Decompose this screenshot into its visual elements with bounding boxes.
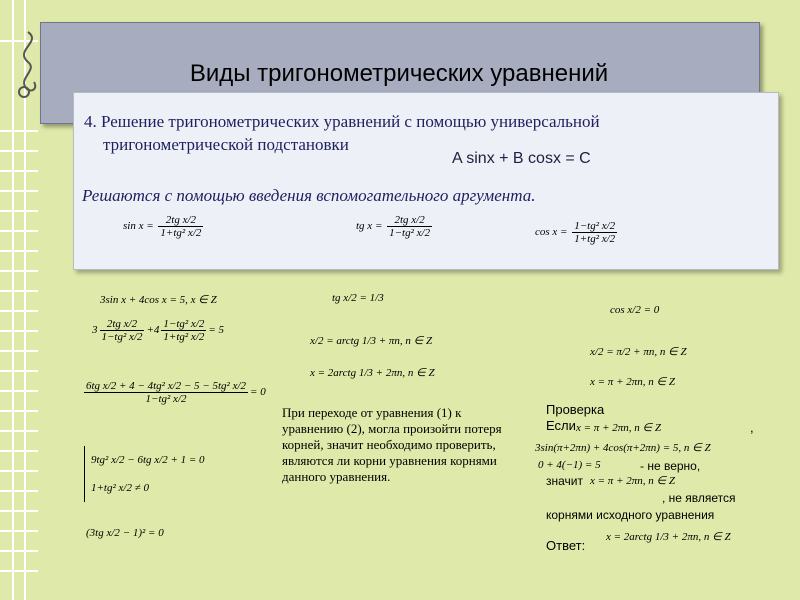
sin-den: 1+tg² x/2 xyxy=(160,227,202,239)
check-comma: , xyxy=(750,420,754,435)
system-line-2: 1+tg² x/2 ≠ 0 xyxy=(91,482,150,494)
notebook-strip xyxy=(0,0,38,600)
general-form-formula: A sinx + B cosx = C xyxy=(452,150,591,167)
eq3-den: 1−tg² x/2 xyxy=(145,393,187,405)
eq-square: (3tg x/2 − 1)² = 0 xyxy=(86,527,164,539)
sin-lhs: sin x = xyxy=(123,220,154,233)
answer-label: Ответ: xyxy=(546,538,586,553)
content-card xyxy=(73,92,779,270)
right-eq-3: x = π + 2πn, n ∈ Z xyxy=(590,376,675,388)
check-if-label: Если xyxy=(546,418,576,433)
eq-coef-3: 3 xyxy=(92,324,98,337)
mid-eq-1: tg x/2 = 1/3 xyxy=(332,292,384,304)
item-4-heading-cont: тригонометрической подстановки xyxy=(103,135,349,154)
eq-original: 3sin x + 4cos x = 5, x ∈ Z xyxy=(100,294,217,306)
check-eq-2: 0 + 4(−1) = 5 xyxy=(538,459,601,471)
tg-lhs: tg x = xyxy=(356,220,383,233)
right-eq-2: x/2 = π/2 + πn, n ∈ Z xyxy=(590,346,687,358)
eq-frac2-den: 1+tg² x/2 xyxy=(163,331,205,343)
swirl-ornament-icon xyxy=(18,31,37,98)
root-loss-note: При переходе от уравнения (1) к уравнени… xyxy=(282,405,502,484)
eq3-rhs: = 0 xyxy=(250,386,266,399)
check-eq-1: 3sin(π+2πn) + 4cos(π+2πn) = 5, n ∈ Z xyxy=(535,442,711,454)
right-eq-1: cos x/2 = 0 xyxy=(610,304,660,316)
check-zn-expr: x = π + 2πn, n ∈ Z xyxy=(590,475,675,487)
eq-rhs-5: = 5 xyxy=(208,324,225,337)
check-heading: Проверка xyxy=(546,402,605,417)
item-4-heading: 4. Решение тригонометрических уравнений … xyxy=(84,112,600,131)
answer-expr: x = 2arctg 1/3 + 2πn, n ∈ Z xyxy=(606,531,731,543)
cos-num: 1−tg² x/2 xyxy=(572,220,618,233)
check-not-root: , не является xyxy=(662,491,736,505)
eq-coef-4: +4 xyxy=(146,324,160,337)
mid-eq-2: x/2 = arctg 1/3 + πn, n ∈ Z xyxy=(310,335,433,347)
check-roots-text: корнями исходного уравнения xyxy=(546,508,715,522)
tg-den: 1−tg² x/2 xyxy=(389,227,431,239)
check-if-expr: x = π + 2πn, n ∈ Z xyxy=(576,422,661,434)
eq-system: 9tg² x/2 − 6tg x/2 + 1 = 0 1+tg² x/2 ≠ 0 xyxy=(84,446,205,502)
method-description: Решаются с помощью введения вспомогатель… xyxy=(82,186,536,205)
mid-eq-3: x = 2arctg 1/3 + 2πn, n ∈ Z xyxy=(310,367,435,379)
check-not-true: - не верно, xyxy=(640,459,701,473)
sin-num: 2tg x/2 xyxy=(158,214,204,227)
eq-frac1-num: 2tg x/2 xyxy=(99,318,145,331)
system-line-1: 9tg² x/2 − 6tg x/2 + 1 = 0 xyxy=(91,454,205,466)
page-title: Виды тригонометрических уравнений xyxy=(189,60,609,87)
eq-frac2-num: 1−tg² x/2 xyxy=(161,318,207,331)
eq3-num: 6tg x/2 + 4 − 4tg² x/2 − 5 − 5tg² x/2 xyxy=(84,380,249,393)
check-zn-label: значит xyxy=(546,474,583,488)
cos-den: 1+tg² x/2 xyxy=(574,233,616,245)
tg-num: 2tg x/2 xyxy=(387,214,433,227)
cos-lhs: cos x = xyxy=(535,226,568,239)
eq-frac1-den: 1−tg² x/2 xyxy=(101,331,143,343)
